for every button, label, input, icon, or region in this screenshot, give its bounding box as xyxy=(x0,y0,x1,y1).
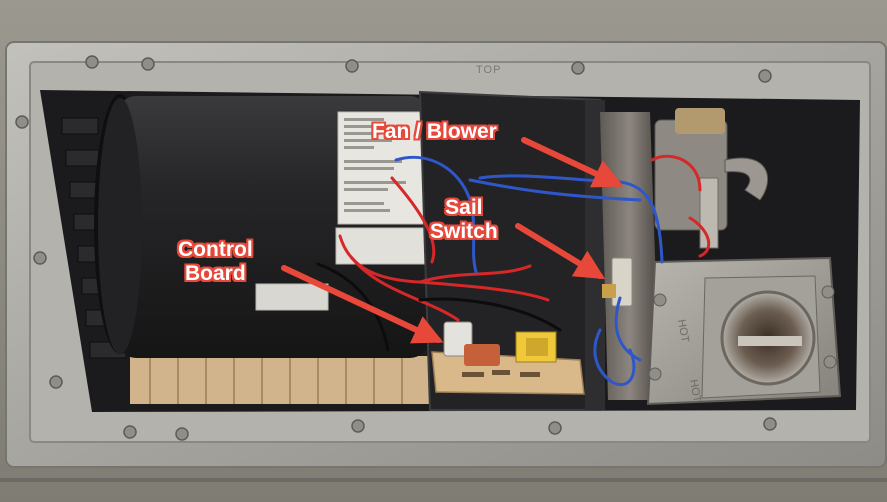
annotation-arrows xyxy=(281,137,624,344)
screw xyxy=(571,61,585,75)
hot-stamp: HOT xyxy=(675,318,691,343)
control-board-label: Control Board xyxy=(178,238,253,286)
screw xyxy=(49,375,63,389)
fan-arrow xyxy=(521,137,624,188)
control-board-label-line2: Board xyxy=(184,262,246,285)
sail-arrow xyxy=(515,223,606,280)
sail-switch-label-line1: Sail xyxy=(445,196,483,219)
screw xyxy=(548,421,562,435)
burner-access-plate: HOT HOT xyxy=(646,256,842,406)
wiring-dark xyxy=(316,262,562,352)
screw xyxy=(351,419,365,433)
hot-stamp-lower: HOT xyxy=(687,378,703,403)
sail-switch-label: Sail Switch xyxy=(430,196,498,244)
control-board-label-line1: Control xyxy=(178,238,253,261)
control-board xyxy=(431,321,585,395)
screw xyxy=(345,59,359,73)
gas-valve-assembly xyxy=(654,108,768,249)
screw xyxy=(141,57,155,71)
screw xyxy=(175,427,189,441)
frame-screws xyxy=(15,55,859,441)
screw xyxy=(85,55,99,69)
control-arrow xyxy=(281,265,444,344)
siding-seam xyxy=(0,478,887,482)
sail-switch xyxy=(602,257,633,307)
screw xyxy=(758,69,772,83)
capacitor xyxy=(464,344,500,366)
screw xyxy=(123,425,137,439)
fan-blower-label-text: Fan / Blower xyxy=(372,120,497,143)
screw xyxy=(33,251,47,265)
sail-switch-label-line2: Switch xyxy=(430,220,498,243)
screw xyxy=(15,115,29,129)
top-stamp: TOP xyxy=(476,64,501,76)
screw xyxy=(763,417,777,431)
wiring-red xyxy=(338,154,711,322)
wood-slats xyxy=(130,356,430,404)
fan-blower-label: Fan / Blower xyxy=(372,120,497,144)
